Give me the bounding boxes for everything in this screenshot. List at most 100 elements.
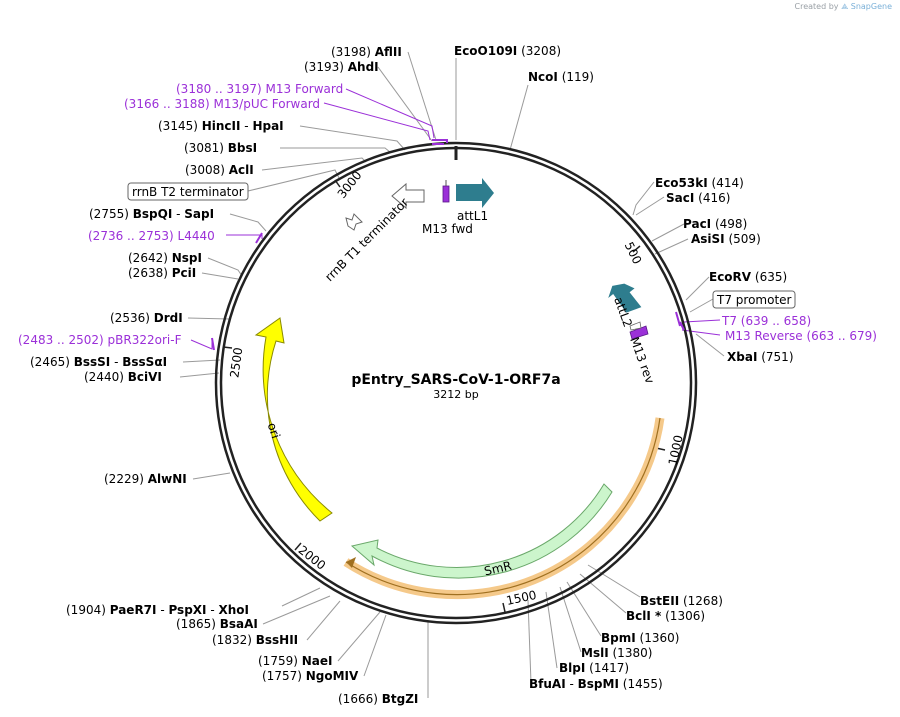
site-bbsi: (3081) BbsI — [184, 141, 257, 155]
site-ecoo109i: EcoO109I (3208) — [454, 44, 561, 58]
tick-label-1000: 1000 — [666, 434, 686, 467]
site-bspqi-sapi: (2755) BspQI - SapI — [89, 207, 214, 221]
snapgene-attribution: Created by ⟁ SnapGene — [795, 2, 893, 12]
primer-t7: T7 (639 .. 658) — [721, 314, 811, 328]
orf-highlight-core — [345, 417, 661, 596]
leader-asisi — [654, 238, 689, 255]
site-asisi: AsiSI (509) — [691, 232, 761, 246]
leader-paci — [651, 223, 685, 242]
backbone-outer — [214, 141, 698, 625]
m13-forward-ring-mark — [432, 139, 448, 143]
smr-label: SmR — [483, 559, 513, 579]
m13-fwd-label: M13 fwd — [422, 222, 473, 236]
leader-l4440 — [226, 234, 263, 239]
site-paci: PacI (498) — [683, 217, 747, 231]
leader-nspi — [207, 257, 243, 277]
site-xbai: XbaI (751) — [727, 350, 794, 364]
leader-bfuai — [527, 599, 532, 684]
rrnb-t2-label-box — [127, 182, 249, 201]
site-bcivi: (2440) BciVI — [84, 370, 162, 384]
site-drdi: (2536) DrdI — [110, 311, 183, 325]
leader-bcivi — [179, 372, 220, 378]
leader-ahdi — [377, 66, 433, 142]
plasmid-name: pEntry_SARS-CoV-1-ORF7a — [351, 372, 560, 388]
ori-label: ori — [265, 421, 283, 440]
primer-m13-reverse: M13 Reverse (663 .. 679) — [725, 329, 877, 343]
t7-promoter-label: T7 promoter — [716, 293, 792, 307]
leader-lines — [179, 51, 725, 698]
site-alwni: (2229) AlwNI — [104, 472, 187, 486]
site-ngomiv: (1757) NgoMIV — [262, 669, 359, 683]
site-hincii-hpai: (3145) HincII - HpaI — [158, 119, 284, 133]
site-bsteii: BstEII (1268) — [640, 594, 723, 608]
site-blpi: BlpI (1417) — [559, 661, 629, 675]
site-ahdi: (3193) AhdI — [304, 60, 379, 74]
tick-label-1500: 1500 — [505, 588, 538, 608]
primer-ring-marks — [211, 139, 685, 351]
site-bsssi: (2465) BssSI - BssSαI — [30, 355, 167, 369]
site-ncoi: NcoI (119) — [528, 70, 594, 84]
primer-m13-forward: (3180 .. 3197) M13 Forward — [176, 82, 343, 96]
m13-reverse-ring-mark — [679, 321, 685, 331]
attl1-feature-arrow — [456, 178, 494, 208]
tick-label-2500: 2500 — [227, 346, 245, 378]
primer-pbr322ori-f: (2483 .. 2502) pBR322ori-F — [18, 333, 182, 347]
site-aflii: (3198) AflII — [331, 45, 402, 59]
orf-highlight-arrowhead — [346, 557, 356, 568]
leader-m13-reverse — [681, 329, 721, 336]
site-pcii: (2638) PciI — [128, 266, 196, 280]
leader-eco53ki — [632, 181, 655, 216]
leader-hincii — [299, 125, 406, 151]
primer-m13puc-forward: (3166 .. 3188) M13/pUC Forward — [124, 97, 320, 111]
l4440-ring-mark — [255, 232, 263, 244]
leader-m13-forward — [345, 88, 435, 139]
site-ecorv: EcoRV (635) — [709, 270, 787, 284]
leader-bsssi — [182, 359, 221, 363]
leader-xhoi — [281, 587, 321, 607]
m13-fwd-primer-mark — [442, 185, 450, 203]
site-bsaai: (1865) BsaAI — [176, 617, 258, 631]
tick-mark-2500 — [222, 346, 233, 349]
leader-bcli — [579, 573, 627, 614]
smr-feature-arrow — [350, 483, 613, 579]
attl2-feature-arrow — [608, 283, 642, 313]
tick-label-500: 500 — [622, 240, 645, 267]
site-bpmi: BpmI (1360) — [601, 631, 679, 645]
pbr322ori-ring-mark — [211, 337, 215, 351]
rrnb-t2-label: rrnB T2 terminator — [132, 185, 244, 199]
leader-drdi — [187, 317, 230, 320]
leader-xbai — [695, 333, 725, 357]
leader-rrnbt2 — [247, 169, 341, 192]
leader-bsaai — [262, 595, 331, 625]
leader-t7 — [683, 319, 721, 323]
site-acli: (3008) AclI — [185, 163, 254, 177]
leader-saci — [635, 196, 665, 216]
leader-alwni — [192, 472, 231, 480]
leader-bsteii — [587, 564, 641, 598]
leader-ncoi — [509, 84, 529, 151]
leader-pbr322ori — [190, 339, 213, 350]
site-bsshii: (1832) BssHII — [212, 633, 298, 647]
leader-pcii — [201, 272, 239, 280]
site-nspi: (2642) NspI — [128, 251, 202, 265]
attribution-brand: SnapGene — [850, 2, 892, 11]
t7-ring-mark — [675, 311, 681, 327]
primer-l4440: (2736 .. 2753) L4440 — [88, 229, 215, 243]
site-paer7i-pspxi-xhoi: (1904) PaeR7I - PspXI - XhoI — [66, 603, 249, 617]
leader-naei — [337, 611, 381, 662]
ori-feature-arrow — [254, 317, 333, 522]
site-saci: SacI (416) — [666, 191, 730, 205]
leader-ngomiv — [363, 614, 387, 677]
snapgene-logo-icon: ⟁ — [841, 2, 849, 11]
leader-sapi — [229, 213, 267, 232]
rrnb-t1-feature-arrow — [391, 182, 425, 210]
leader-bpmi — [566, 581, 602, 637]
site-bcli: BclI * (1306) — [626, 609, 705, 623]
tick-mark-1500 — [502, 602, 506, 613]
site-naei: (1759) NaeI — [258, 654, 332, 668]
leader-bbsi — [280, 147, 391, 153]
leader-ecorv — [685, 276, 710, 301]
site-msli: MslI (1380) — [581, 646, 652, 660]
leader-m13puc-forward — [323, 102, 431, 141]
